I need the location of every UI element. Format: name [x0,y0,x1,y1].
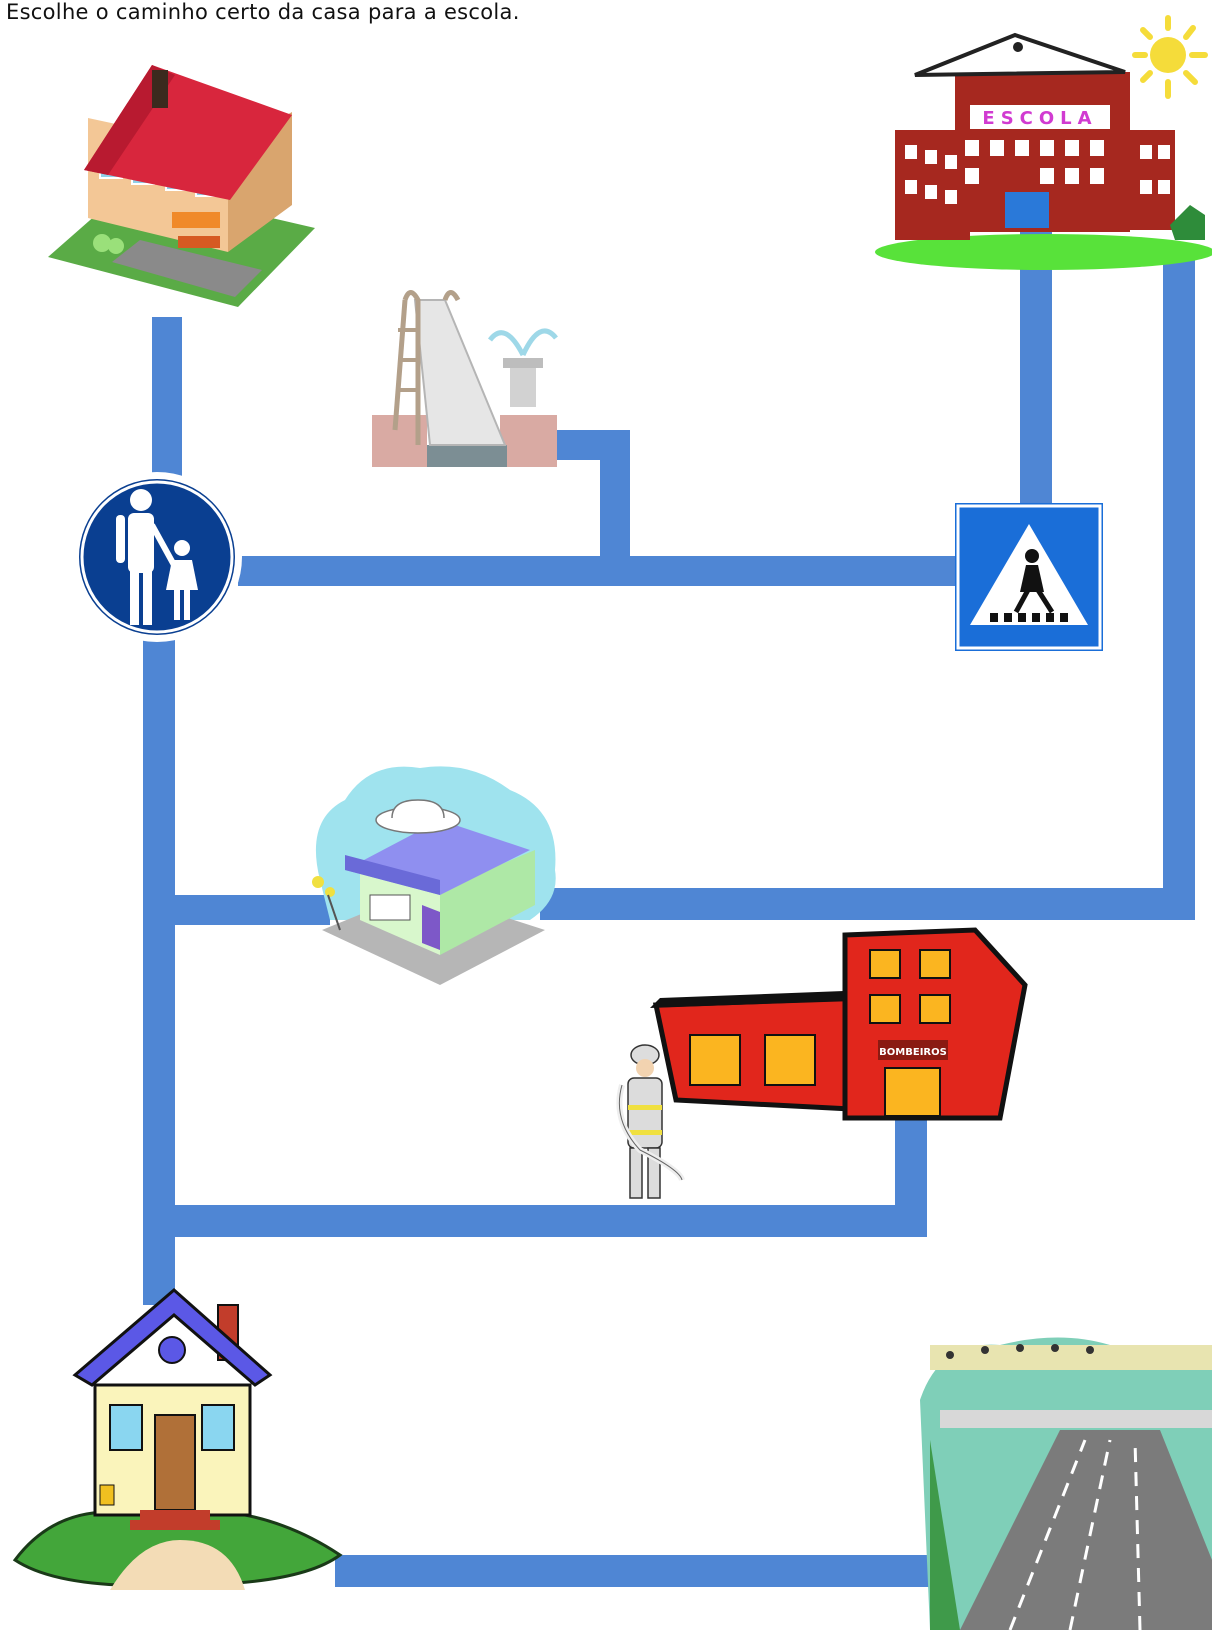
cafe-shop-icon[interactable] [312,766,556,985]
fire-station-icon[interactable]: BOMBEIROS [650,930,1025,1118]
path-left-trunk[interactable] [143,625,175,1305]
path-sign-to-crossing[interactable] [238,556,958,586]
path-cafe-left[interactable] [170,895,330,925]
sun-icon [1135,18,1205,96]
path-playground-vertical[interactable] [600,430,630,586]
school-sign-text: ESCOLA [982,108,1097,129]
cottage-house-icon[interactable] [15,1290,340,1590]
pedestrian-path-sign-icon[interactable] [72,472,242,642]
pedestrian-crossing-sign-icon[interactable] [955,503,1103,651]
fire-station-sign-text: BOMBEIROS [879,1047,947,1058]
slide-and-fountain-icon[interactable] [372,293,557,468]
highway-overpass-icon[interactable] [920,1338,1212,1630]
house-with-red-roof-icon[interactable] [48,65,315,307]
path-fire-station-up[interactable] [895,1110,927,1237]
path-bottom-to-highway[interactable] [335,1555,935,1587]
path-start-house-down[interactable] [152,317,182,492]
path-right-trunk[interactable] [1163,252,1195,920]
path-cafe-right[interactable] [540,888,1195,920]
path-fire-station-bottom[interactable] [170,1205,927,1237]
